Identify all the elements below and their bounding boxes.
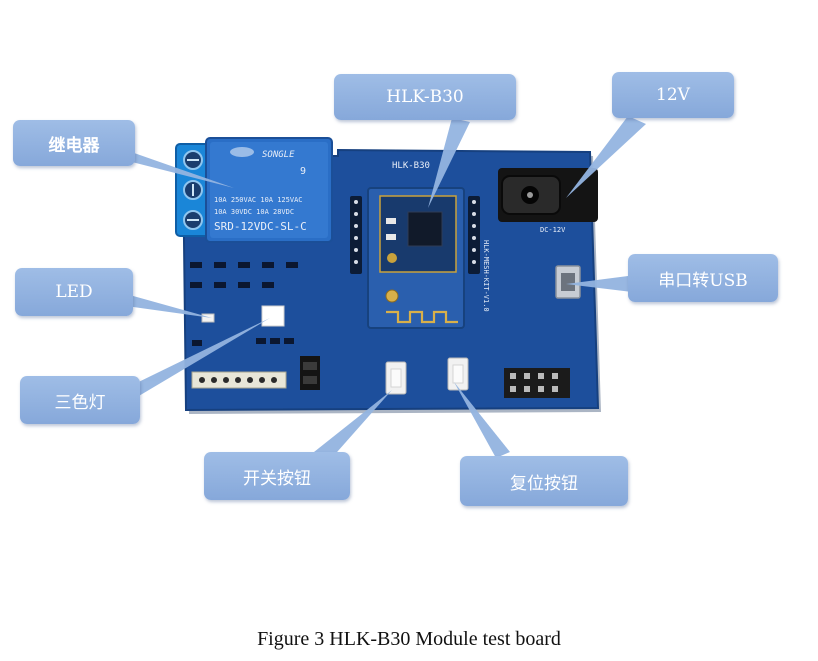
uart-usb-callout: 串口转USB: [628, 254, 778, 302]
reset-button-callout: 复位按钮: [460, 456, 628, 506]
dc-label-silk: DC-12V: [540, 226, 566, 234]
module-callout: HLK-B30: [334, 74, 516, 120]
hlk-b30-module: [367, 187, 465, 329]
bottom-pin-header: [191, 371, 287, 389]
svg-text:9: 9: [300, 166, 306, 177]
relay-callout: 继电器: [13, 120, 135, 166]
rgb-led-callout: 三色灯: [20, 376, 140, 424]
board-name-silk: HLK-B30: [392, 161, 430, 171]
led-callout: LED: [15, 268, 133, 316]
switch-button-callout: 开关按钮: [204, 452, 350, 500]
usb-port: [555, 265, 581, 299]
relay-component: SONGLE 9 10A 250VAC 10A 125VAC 10A 30VDC…: [205, 137, 333, 243]
figure-caption: Figure 3 HLK-B30 Module test board: [257, 628, 561, 650]
reset-button-component: [447, 357, 469, 391]
led-component: [201, 313, 215, 323]
jumper: [300, 356, 320, 390]
dc-jack: [498, 168, 598, 222]
relay-brand-text: SONGLE: [262, 150, 295, 160]
power-12v-callout: 12V: [612, 72, 734, 118]
relay-rating-line2: 10A 30VDC 10A 28VDC: [214, 208, 294, 216]
switch-button-component: [385, 361, 407, 395]
relay-model-text: SRD-12VDC-SL-C: [214, 220, 307, 233]
rgb-led-component: [261, 305, 285, 327]
callout-arrows: [118, 116, 646, 460]
side-label-silk: HLK-MESH-KIT-V1.0: [482, 240, 490, 312]
relay-rating-line1: 10A 250VAC 10A 125VAC: [214, 196, 303, 204]
right-pin-header: [504, 368, 570, 398]
